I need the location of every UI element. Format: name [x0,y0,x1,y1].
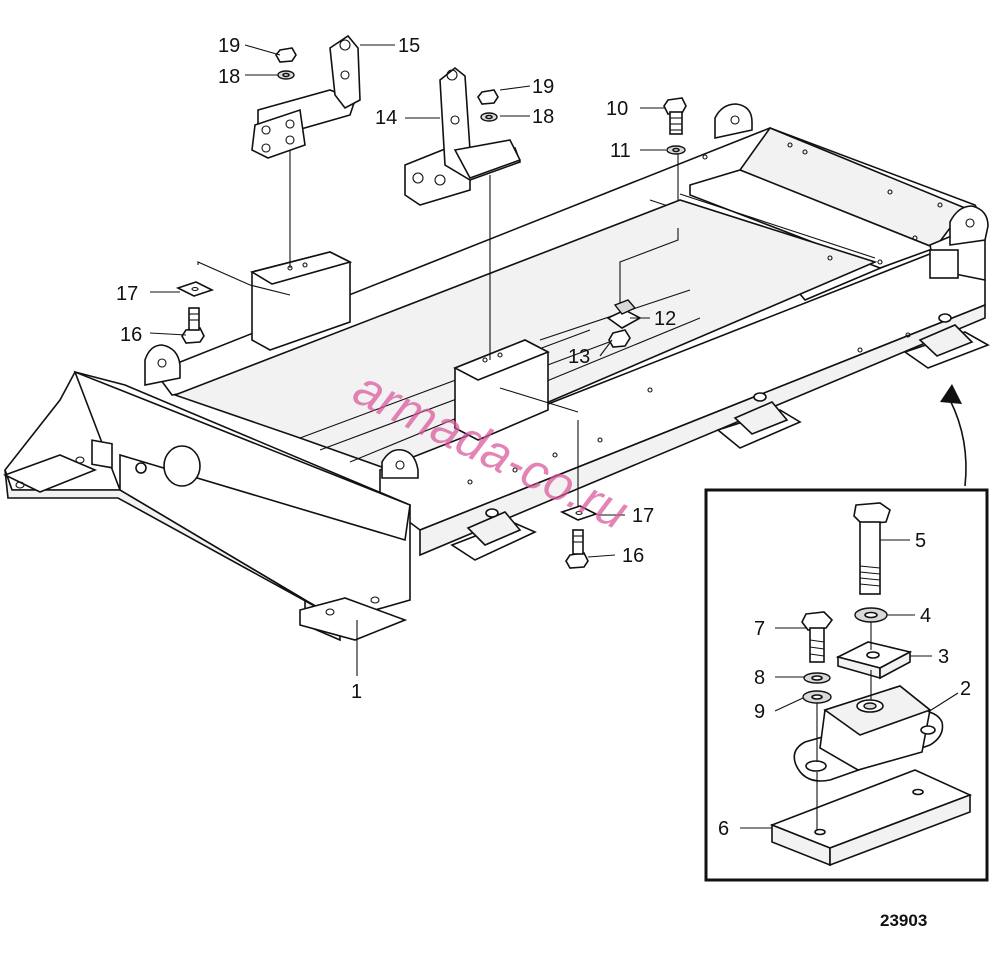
callout-3: 3 [938,646,949,668]
detail-arrow [949,399,967,487]
drawing-number: 23903 [880,911,927,930]
bracket-14 [404,66,522,206]
callout-16-right: 16 [622,545,644,567]
plate-17-left [175,281,215,297]
rubber-mount-2 [793,685,944,782]
leader-lines [149,44,666,676]
callout-7: 7 [754,618,765,640]
bolt-5 [853,502,891,595]
callout-16-left: 16 [120,324,142,346]
detail-arrowhead [940,384,962,404]
washer-4 [854,607,888,623]
shim-plate-6 [769,769,973,867]
lifting-eye-front-left [144,344,181,386]
callout-17-left: 17 [116,283,138,305]
callout-19-left: 19 [218,35,240,57]
frame-mount-2 [716,392,802,449]
callout-19-right: 19 [532,76,554,98]
bolt-10 [663,97,687,135]
callout-18-left: 18 [218,66,240,88]
washer-11 [666,145,686,155]
callout-5: 5 [915,530,926,552]
frame-inner-floor [172,199,878,471]
washer-plate-3 [835,641,913,680]
washer-18-left [277,70,295,80]
lifting-eye-front-mid [381,448,419,479]
callout-6: 6 [718,818,729,840]
washer-9 [802,690,832,704]
lifting-eye-rear-right [949,205,989,246]
screw-7 [801,611,834,663]
callout-12: 12 [654,308,676,330]
frame-mount-3 [903,313,990,369]
washer-8 [803,672,831,684]
nut-19-right [477,89,499,105]
bracket-15 [251,34,361,159]
frame-front-rail-lower [419,303,986,557]
callout-1: 1 [351,681,362,703]
frame-rear-inner [689,169,938,269]
detail-inset: 5 4 3 2 7 8 9 6 [704,488,989,882]
callout-10: 10 [606,98,628,120]
nut-13 [608,329,631,348]
screw-16-left [181,307,205,344]
screw-16-right [565,529,589,569]
callout-4: 4 [920,605,931,627]
callout-14: 14 [375,107,397,129]
lifting-eye-rear-top [714,103,753,139]
callout-18-right: 18 [532,106,554,128]
callout-13: 13 [568,346,590,368]
callout-9: 9 [754,701,765,723]
callout-2: 2 [960,678,971,700]
nut-19-left [275,47,297,63]
washer-18-right [480,112,498,122]
engine-frame [2,103,990,642]
callout-8: 8 [754,667,765,689]
frame-mount-1 [450,508,537,561]
callout-17-right: 17 [632,505,654,527]
callout-11: 11 [610,140,631,162]
plate-17-right [559,505,599,521]
callout-15: 15 [398,35,420,57]
